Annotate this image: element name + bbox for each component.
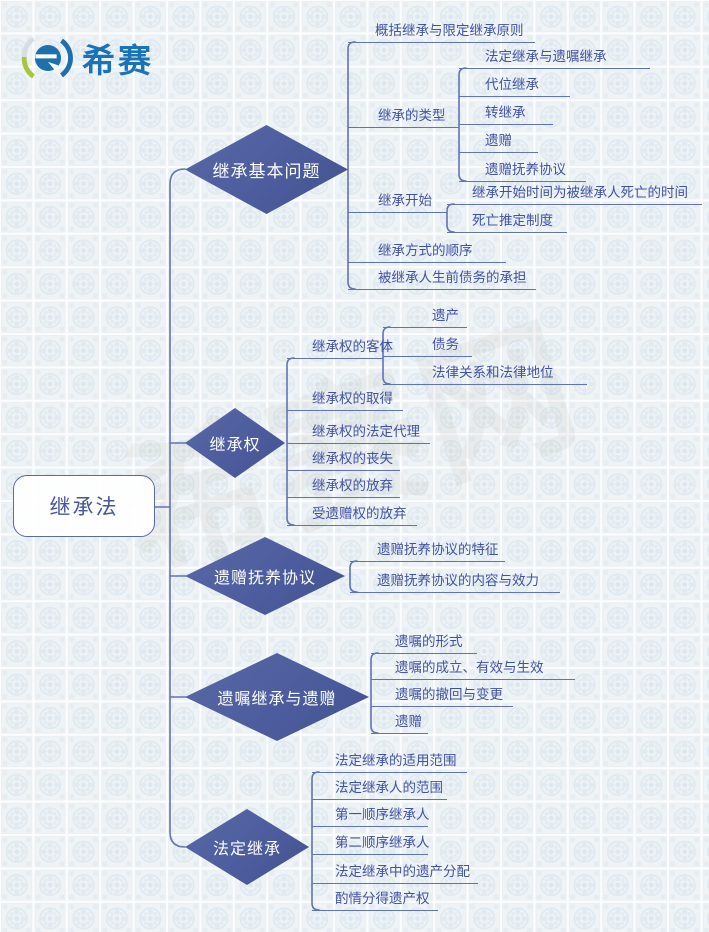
topic-node[interactable]: 代位继承 [459,75,570,97]
topic-node[interactable]: 法律关系和法律地位 [383,363,587,385]
topic-node[interactable]: 遗赠抚养协议的内容与效力 [350,571,560,593]
topic-node[interactable]: 继承方式的顺序 [348,241,506,263]
topic-node[interactable]: 法定继承的适用范围 [312,751,467,773]
topic-node[interactable]: 遗赠 [371,712,428,734]
topic-node[interactable]: 遗产 [383,306,467,328]
topic-node[interactable]: 概括继承与限定继承原则 [348,21,535,43]
topic-node[interactable]: 遗赠抚养协议 [459,160,586,182]
topic-node[interactable]: 被继承人生前债务的承担 [348,268,536,290]
topic-node[interactable]: 继承权的客体 [287,337,393,359]
topic-node[interactable]: 继承的类型 [348,106,459,128]
topic-node[interactable]: 第一顺序继承人 [312,805,430,827]
topic-node[interactable]: 继承权的取得 [287,389,403,411]
topic-node[interactable]: 继承开始 [348,191,447,213]
topic-node[interactable]: 遗嘱的形式 [371,632,477,654]
topic-node[interactable]: 遗嘱的撤回与变更 [371,685,513,707]
topic-node[interactable]: 转继承 [459,103,553,125]
root-node-inheritance-law[interactable]: 继承法 [13,475,155,537]
topic-node[interactable]: 继承权的放弃 [287,476,400,498]
topic-node[interactable]: 继承权的丧失 [287,449,400,471]
topic-node[interactable]: 法定继承人的范围 [312,778,447,800]
topic-node[interactable]: 遗赠 [459,131,538,153]
xisai-e-icon [21,36,73,79]
topic-node[interactable]: 遗嘱的成立、有效与生效 [371,658,575,680]
topic-node[interactable]: 继承权的法定代理 [287,422,430,444]
topic-node[interactable]: 死亡推定制度 [447,211,567,233]
topic-node[interactable]: 继承开始时间为被继承人死亡的时间 [447,183,702,205]
topic-node[interactable]: 债务 [383,335,472,357]
topic-node[interactable]: 遗赠抚养协议的特征 [350,540,505,562]
topic-node[interactable]: 法定继承与遗嘱继承 [459,47,650,69]
topic-node[interactable]: 第二顺序继承人 [312,833,430,855]
topic-node[interactable]: 酌情分得遗产权 [312,889,438,911]
topic-node[interactable]: 法定继承中的遗产分配 [312,862,478,884]
brand-logo: 希赛 [18,34,154,82]
brand-name: 希赛 [82,42,154,79]
topic-node[interactable]: 受遗赠权的放弃 [287,504,417,526]
